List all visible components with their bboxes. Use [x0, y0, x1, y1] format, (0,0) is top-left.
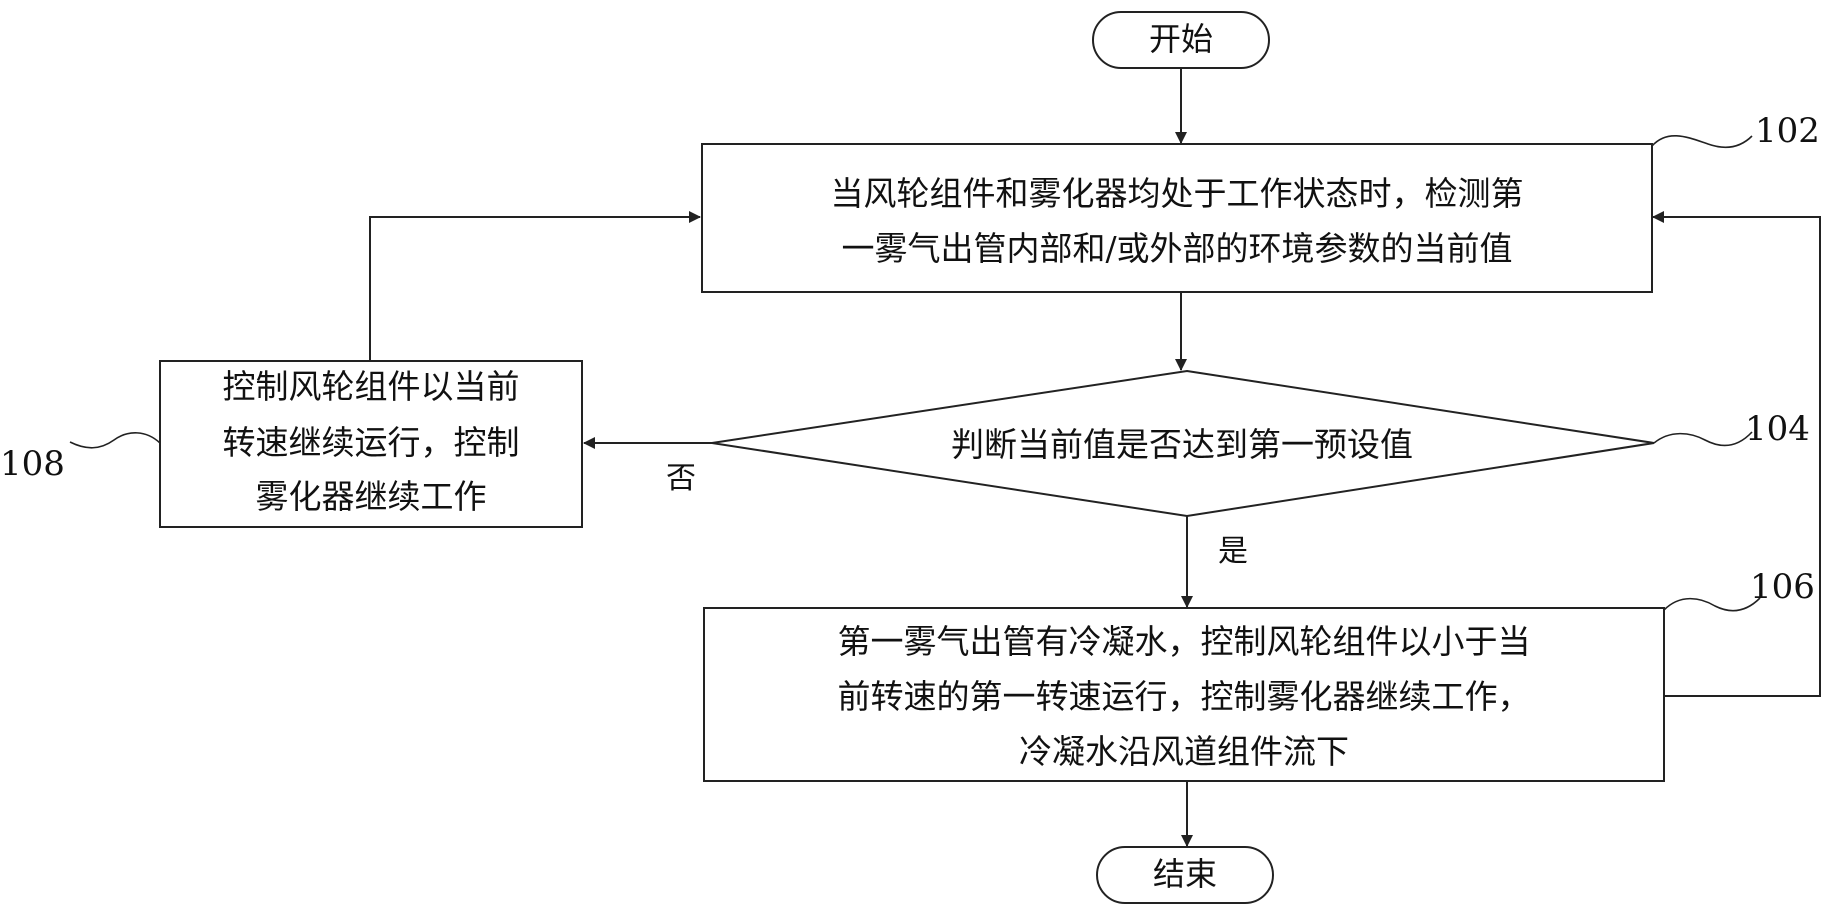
step-102-line-1: 当风轮组件和雾化器均处于工作状态时，检测第: [831, 174, 1524, 213]
leader-102: [1651, 134, 1753, 149]
step-106-line-1: 第一雾气出管有冷凝水，控制风轮组件以小于当: [838, 622, 1531, 661]
step-106-box: 第一雾气出管有冷凝水，控制风轮组件以小于当 前转速的第一转速运行，控制雾化器继续…: [703, 607, 1665, 782]
step-102-line-2: 一雾气出管内部和/或外部的环境参数的当前值: [841, 229, 1512, 268]
step-102-box: 当风轮组件和雾化器均处于工作状态时，检测第 一雾气出管内部和/或外部的环境参数的…: [701, 143, 1653, 293]
no-label: 否: [666, 461, 696, 496]
step-106-line-2: 前转速的第一转速运行，控制雾化器继续工作，: [838, 677, 1531, 716]
step-108-line-3: 雾化器继续工作: [256, 477, 487, 516]
decision-104-diamond: 判断当前值是否达到第一预设值: [711, 369, 1655, 518]
loop-106-to-102: [1652, 211, 1821, 697]
step-108-line-2: 转速继续运行，控制: [223, 423, 520, 462]
step-108-line-1: 控制风轮组件以当前: [223, 367, 520, 406]
ref-108: 108: [0, 444, 65, 484]
ref-106: 106: [1750, 567, 1815, 607]
step-108-box: 控制风轮组件以当前 转速继续运行，控制 雾化器继续工作: [159, 360, 583, 528]
end-label: 结束: [1153, 855, 1217, 893]
leader-108: [69, 432, 161, 449]
ref-102: 102: [1755, 111, 1820, 151]
leader-104: [1653, 431, 1753, 447]
decision-104-text: 判断当前值是否达到第一预设值: [951, 425, 1413, 464]
step-106-line-3: 冷凝水沿风道组件流下: [1019, 732, 1349, 771]
start-label: 开始: [1149, 20, 1213, 58]
start-terminal: 开始: [1092, 11, 1270, 69]
loop-108-to-102: [369, 211, 701, 361]
yes-label: 是: [1218, 534, 1248, 569]
ref-104: 104: [1745, 409, 1810, 449]
end-terminal: 结束: [1096, 846, 1274, 904]
leader-106: [1663, 597, 1761, 612]
